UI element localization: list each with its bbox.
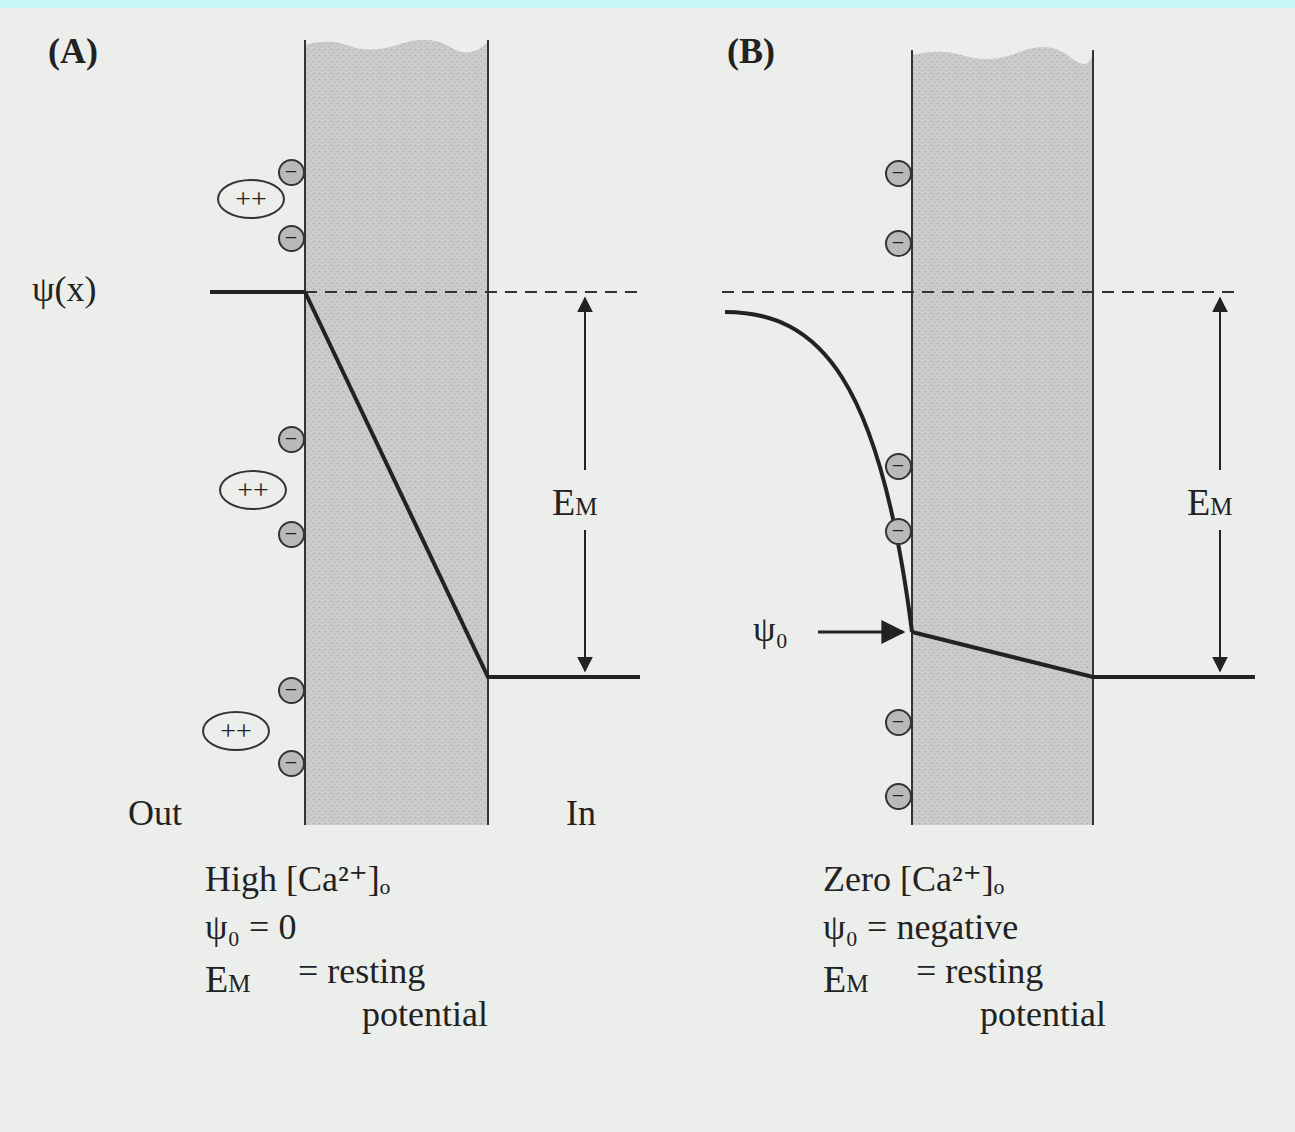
condition-label: High [Ca²⁺]ₒ xyxy=(205,858,390,901)
caption-line: ψ₀ = 0 xyxy=(205,906,296,949)
minus-sign: − xyxy=(892,711,904,733)
caption-line: EM xyxy=(823,957,868,1003)
cation-ellipse: ++ xyxy=(202,711,270,751)
minus-sign: − xyxy=(285,523,297,545)
minus-sign: − xyxy=(892,785,904,807)
side-label: Out xyxy=(128,792,182,835)
surface-charge: − xyxy=(885,518,912,545)
surface-charge: − xyxy=(278,750,305,777)
charge-sign: ++ xyxy=(235,185,267,213)
surface-charge: − xyxy=(278,159,305,186)
panel-letter: (B) xyxy=(727,30,775,73)
surface-charge: − xyxy=(278,677,305,704)
surface-charge: − xyxy=(278,521,305,548)
surface-charge: − xyxy=(278,225,305,252)
side-label: In xyxy=(566,792,596,835)
caption-line: = resting potential xyxy=(362,950,537,1036)
caption-line: EM xyxy=(205,957,250,1003)
cation-ellipse: ++ xyxy=(217,179,285,219)
membrane-b xyxy=(912,47,1093,825)
minus-sign: − xyxy=(285,752,297,774)
surface-charge: − xyxy=(885,783,912,810)
caption-line: = resting potential xyxy=(980,950,1155,1036)
condition-label: Zero [Ca²⁺]ₒ xyxy=(823,858,1004,901)
minus-sign: − xyxy=(892,520,904,542)
axis-label: ψ(x) xyxy=(32,268,97,311)
minus-sign: − xyxy=(285,161,297,183)
potential-label: EM xyxy=(1187,480,1232,526)
charge-sign: ++ xyxy=(237,476,269,504)
charge-sign: ++ xyxy=(220,717,252,745)
minus-sign: − xyxy=(285,428,297,450)
minus-sign: − xyxy=(892,232,904,254)
surface-charge: − xyxy=(885,230,912,257)
minus-sign: − xyxy=(892,455,904,477)
surface-charge: − xyxy=(885,709,912,736)
surface-charge: − xyxy=(278,426,305,453)
cation-ellipse: ++ xyxy=(219,470,287,510)
surface-potential-label: ψ₀ xyxy=(753,608,788,651)
minus-sign: − xyxy=(892,162,904,184)
caption-line: ψ₀ = negative xyxy=(823,906,1018,949)
potential-label: EM xyxy=(552,480,597,526)
surface-charge: − xyxy=(885,453,912,480)
surface-charge: − xyxy=(885,160,912,187)
panel-letter: (A) xyxy=(48,30,98,73)
minus-sign: − xyxy=(285,679,297,701)
minus-sign: − xyxy=(285,227,297,249)
membrane-a xyxy=(305,40,488,825)
